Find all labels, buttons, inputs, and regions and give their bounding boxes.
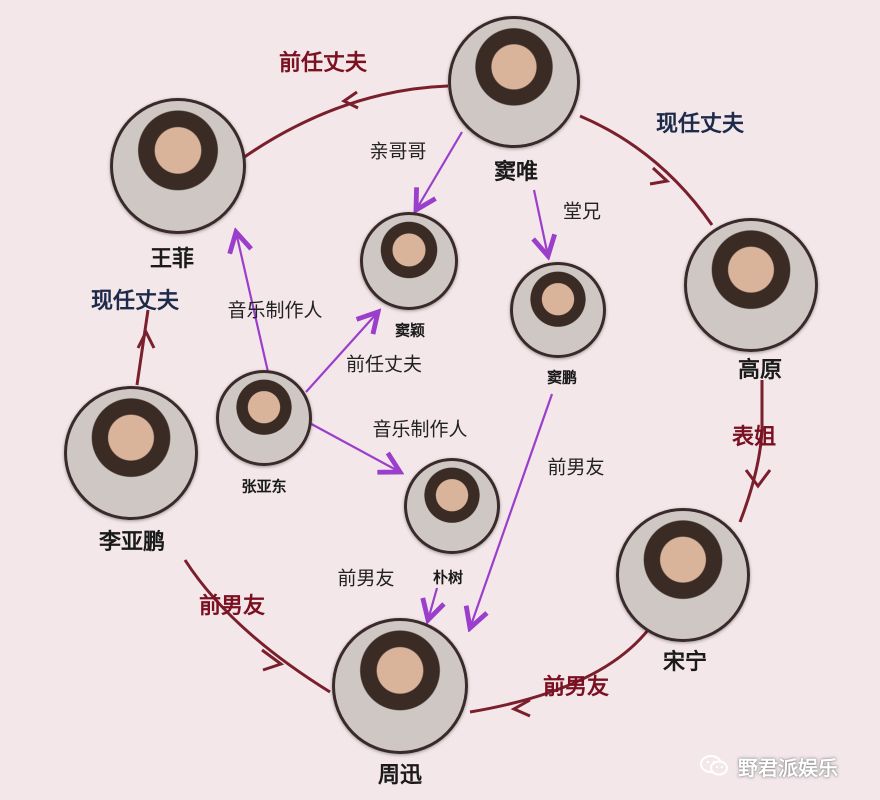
name-dou-ying: 窦颖 xyxy=(395,320,425,341)
label-zhangyadong-pushu: 音乐制作人 xyxy=(372,415,467,442)
line-gaoyuan-to-songning xyxy=(740,380,762,522)
portrait-zhou-xun xyxy=(332,618,468,754)
portrait-zhang-yadong xyxy=(216,370,312,466)
wechat-icon xyxy=(700,754,730,778)
watermark-text: 野君派娱乐 xyxy=(738,752,838,781)
label-pushu-zhouxun: 前男友 xyxy=(337,564,394,591)
name-gao-yuan: 高原 xyxy=(738,352,782,384)
name-li-yapeng: 李亚鹏 xyxy=(99,524,165,556)
label-zhangyadong-wangfei: 音乐制作人 xyxy=(227,296,322,323)
portrait-pu-shu xyxy=(404,458,500,554)
arrow-douwei-to-doupeng xyxy=(534,190,548,256)
label-liyapeng-zhouxun: 前男友 xyxy=(199,588,265,620)
arrowhead-gaoyuan-songning xyxy=(746,470,770,486)
label-songning-zhouxun: 前男友 xyxy=(543,669,609,701)
label-doupeng-zhouxun: 前男友 xyxy=(547,453,604,480)
label-douwei-gaoyuan: 现任丈夫 xyxy=(656,106,744,138)
portrait-song-ning xyxy=(616,508,750,642)
name-wang-fei: 王菲 xyxy=(150,241,194,273)
label-liyapeng-wangfei: 现任丈夫 xyxy=(91,283,179,315)
label-douwei-wangfei: 前任丈夫 xyxy=(279,45,367,77)
portrait-li-yapeng xyxy=(64,386,198,520)
portrait-dou-ying xyxy=(360,212,458,310)
name-pu-shu: 朴树 xyxy=(433,567,463,588)
label-zhangyadong-douying: 前任丈夫 xyxy=(346,350,422,377)
label-gaoyuan-songning: 表姐 xyxy=(732,419,776,451)
name-zhou-xun: 周迅 xyxy=(378,757,422,789)
watermark: 野君派娱乐 xyxy=(700,752,838,780)
label-douwei-douying: 亲哥哥 xyxy=(369,137,426,164)
portrait-dou-peng xyxy=(510,262,606,358)
arc-liyapeng-to-zhouxun xyxy=(185,560,330,692)
portrait-dou-wei xyxy=(448,16,580,148)
name-song-ning: 宋宁 xyxy=(663,644,707,676)
arrowhead-liyapeng-wangfei xyxy=(138,332,154,348)
name-dou-wei: 窦唯 xyxy=(494,154,538,186)
portrait-wang-fei xyxy=(110,98,246,234)
arrow-pushu-to-zhouxun xyxy=(428,588,437,620)
label-douwei-doupeng: 堂兄 xyxy=(563,197,601,224)
name-dou-peng: 窦鹏 xyxy=(547,367,577,388)
name-zhang-yadong: 张亚东 xyxy=(241,476,286,497)
portrait-gao-yuan xyxy=(684,218,818,352)
